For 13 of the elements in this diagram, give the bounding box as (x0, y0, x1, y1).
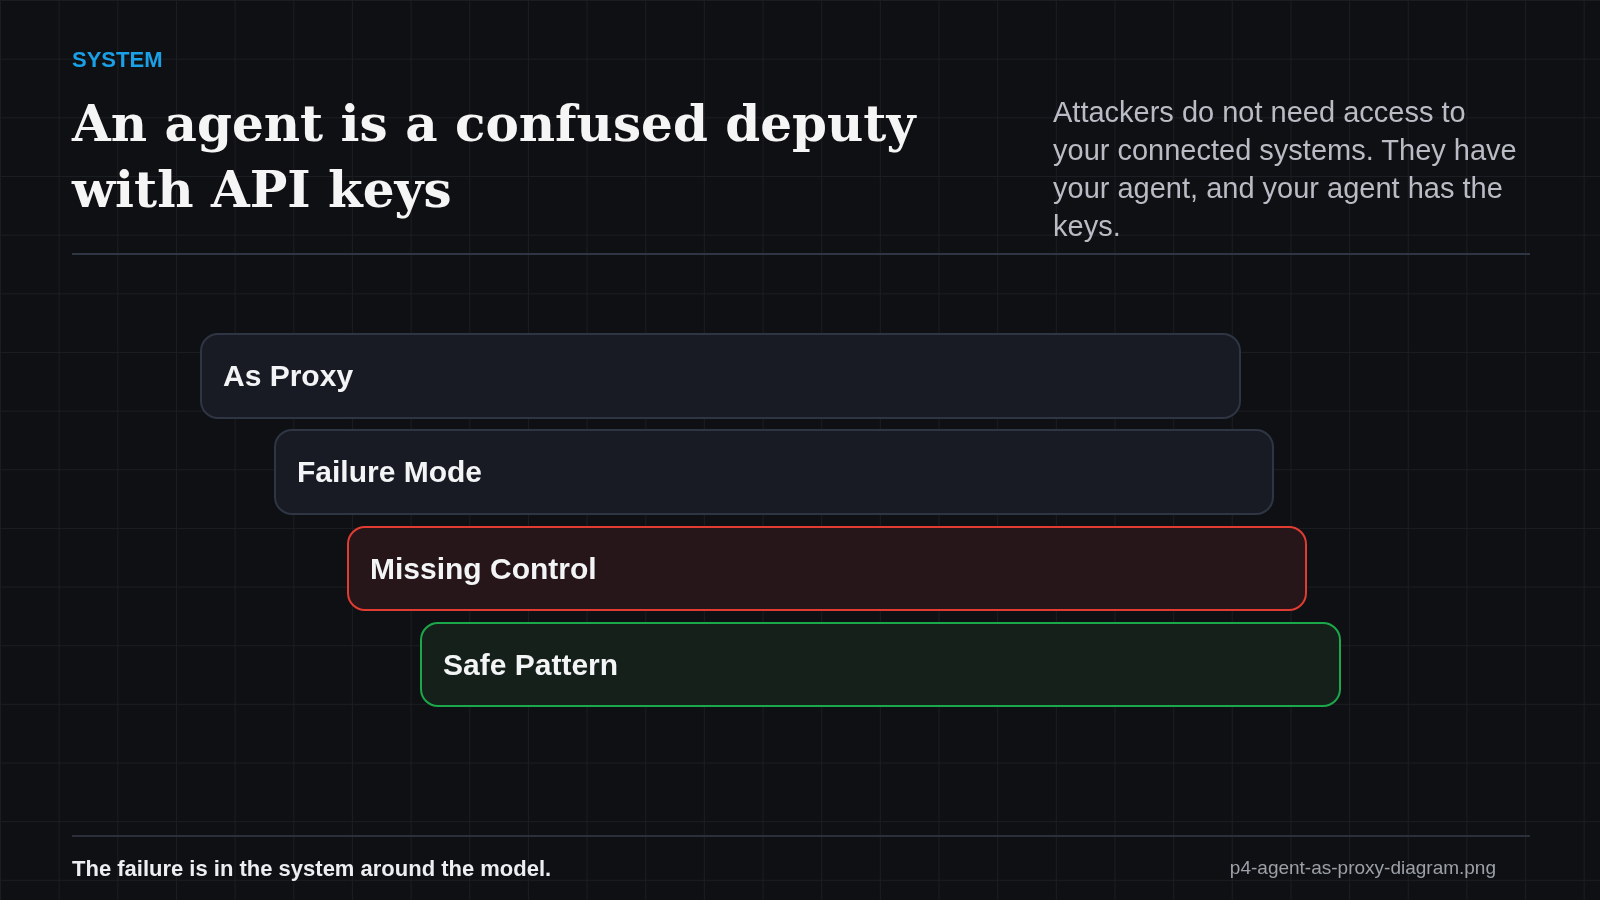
title: An agent is a confused deputy with API keys (72, 93, 918, 221)
stack-layer (200, 333, 1241, 419)
section-label: SYSTEM (72, 47, 163, 73)
stack-layer (347, 526, 1307, 611)
stack-layer (420, 622, 1341, 707)
layer-title: Missing Control (370, 550, 597, 587)
stack-layer (274, 429, 1274, 515)
caption: The failure is in the system around the model. (72, 856, 552, 882)
layer-title: As Proxy (223, 358, 354, 394)
layer-title: Failure Mode (297, 454, 483, 490)
intro-paragraph: Attackers do not need access to your connected systems. They have your agent, and your agent has the keys. (1053, 95, 1518, 244)
file-name: p4-agent-as-proxy-diagram.png (1229, 856, 1496, 880)
layer-title: Safe Pattern (443, 646, 619, 683)
